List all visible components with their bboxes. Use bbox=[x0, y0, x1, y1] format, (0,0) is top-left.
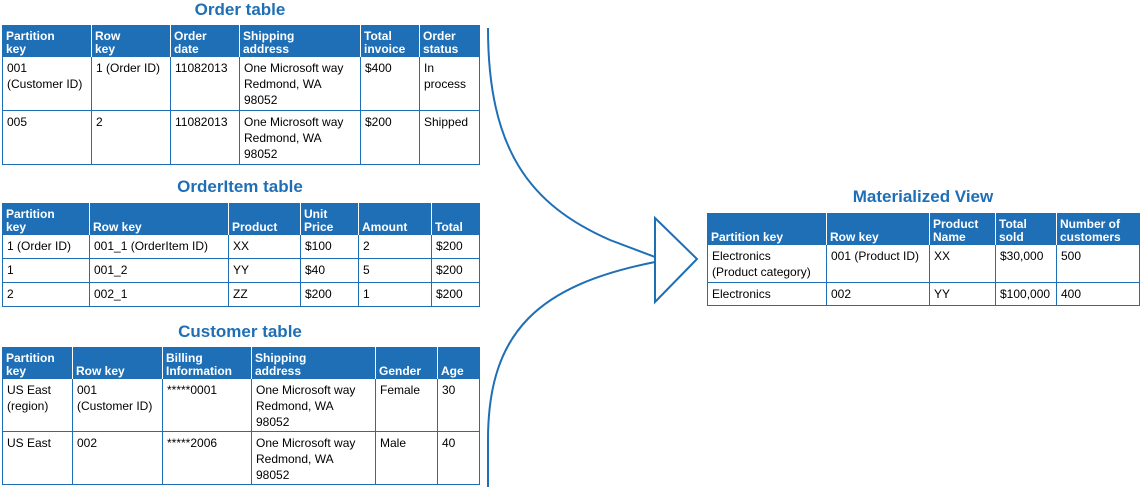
table-cell: $100 bbox=[300, 233, 359, 259]
column-header: Partition key bbox=[2, 25, 92, 56]
column-header: Order status bbox=[419, 25, 480, 56]
table-cell: $100,000 bbox=[995, 281, 1057, 306]
table-cell: Electronics (Product category) bbox=[707, 243, 827, 283]
table-cell: 001 (Customer ID) bbox=[72, 377, 163, 432]
table-cell: One Microsoft way Redmond, WA 98052 bbox=[251, 377, 376, 432]
column-header: Row key bbox=[89, 203, 229, 234]
table-cell: 001 (Customer ID) bbox=[2, 55, 92, 111]
column-header: Partition key bbox=[2, 347, 73, 378]
column-header: Row key bbox=[826, 213, 930, 244]
table-cell: $200 bbox=[431, 257, 480, 283]
table-cell: XX bbox=[228, 233, 301, 259]
table-cell: 1 bbox=[358, 281, 432, 307]
column-header: Total sold bbox=[995, 213, 1057, 244]
column-header: Gender bbox=[375, 347, 438, 378]
orderitem-table-title: OrderItem table bbox=[177, 177, 303, 196]
table-cell: 002_1 bbox=[89, 281, 229, 307]
table-cell: 400 bbox=[1056, 281, 1140, 306]
column-header: Order date bbox=[170, 25, 240, 56]
customer-table-title: Customer table bbox=[178, 322, 302, 341]
column-header: Product Name bbox=[929, 213, 996, 244]
table-cell: One Microsoft way Redmond, WA 98052 bbox=[239, 109, 361, 165]
table-cell: 005 bbox=[2, 109, 92, 165]
table-cell: 11082013 bbox=[170, 55, 240, 111]
table-cell: Shipped bbox=[419, 109, 480, 165]
table-cell: 2 bbox=[2, 281, 90, 307]
table-cell: 001_1 (OrderItem ID) bbox=[89, 233, 229, 259]
table-row: 1 001_2 YY $40 5 $200 bbox=[2, 257, 480, 283]
table-cell: Female bbox=[375, 377, 438, 432]
materialized-view-table: Partition key Row key Product Name Total… bbox=[707, 213, 1140, 306]
top-curve bbox=[487, 27, 656, 258]
table-cell: 002 bbox=[826, 281, 930, 306]
table-cell: US East bbox=[2, 430, 73, 485]
table-cell: YY bbox=[228, 257, 301, 283]
table-cell: 1 (Order ID) bbox=[2, 233, 90, 259]
table-cell: US East (region) bbox=[2, 377, 73, 432]
table-cell: *****0001 bbox=[162, 377, 252, 432]
column-header: Total invoice bbox=[360, 25, 420, 56]
column-header: Row key bbox=[91, 25, 171, 56]
column-header: Partition key bbox=[707, 213, 827, 244]
table-cell: ZZ bbox=[228, 281, 301, 307]
table-cell: Male bbox=[375, 430, 438, 485]
table-cell: $200 bbox=[431, 233, 480, 259]
column-header: Product bbox=[228, 203, 301, 234]
column-header: Amount bbox=[358, 203, 432, 234]
arrow-head bbox=[654, 215, 699, 305]
table-cell: $30,000 bbox=[995, 243, 1057, 283]
table-cell: In process bbox=[419, 55, 480, 111]
table-cell: 40 bbox=[437, 430, 480, 485]
order-table: Partition key Row key Order date Shippin… bbox=[2, 25, 480, 165]
column-header: Shipping address bbox=[239, 25, 361, 56]
table-cell: 002 bbox=[72, 430, 163, 485]
table-cell: 500 bbox=[1056, 243, 1140, 283]
column-header: Age bbox=[437, 347, 480, 378]
column-header: Unit Price bbox=[300, 203, 359, 234]
column-header: Shipping address bbox=[251, 347, 376, 378]
table-cell: 11082013 bbox=[170, 109, 240, 165]
table-row: 001 (Customer ID) 1 (Order ID) 11082013 … bbox=[2, 55, 480, 111]
table-cell: $200 bbox=[360, 109, 420, 165]
table-row: Electronics 002 YY $100,000 400 bbox=[707, 281, 1140, 306]
table-cell: Electronics bbox=[707, 281, 827, 306]
customer-table: Partition key Row key Billing Informatio… bbox=[2, 347, 480, 485]
bottom-curve bbox=[487, 261, 656, 487]
table-row: US East 002 *****2006 One Microsoft way … bbox=[2, 430, 480, 485]
column-header: Row key bbox=[72, 347, 163, 378]
table-row: 005 2 11082013 One Microsoft way Redmond… bbox=[2, 109, 480, 165]
order-table-title: Order table bbox=[194, 0, 286, 19]
column-header: Billing Information bbox=[162, 347, 252, 378]
column-header: Number of customers bbox=[1056, 213, 1140, 244]
table-cell: 5 bbox=[358, 257, 432, 283]
table-cell: 2 bbox=[91, 109, 171, 165]
table-cell: 001 (Product ID) bbox=[826, 243, 930, 283]
table-cell: 1 bbox=[2, 257, 90, 283]
column-header: Partition key bbox=[2, 203, 90, 234]
table-cell: XX bbox=[929, 243, 996, 283]
table-row: Electronics (Product category) 001 (Prod… bbox=[707, 243, 1140, 283]
table-cell: 30 bbox=[437, 377, 480, 432]
table-cell: $200 bbox=[300, 281, 359, 307]
table-cell: YY bbox=[929, 281, 996, 306]
table-cell: One Microsoft way Redmond, WA 98052 bbox=[239, 55, 361, 111]
table-cell: $200 bbox=[431, 281, 480, 307]
table-cell: $400 bbox=[360, 55, 420, 111]
table-row: 1 (Order ID) 001_1 (OrderItem ID) XX $10… bbox=[2, 233, 480, 259]
table-cell: 2 bbox=[358, 233, 432, 259]
table-row: 2 002_1 ZZ $200 1 $200 bbox=[2, 281, 480, 307]
table-cell: One Microsoft way Redmond, WA 98052 bbox=[251, 430, 376, 485]
table-row: US East (region) 001 (Customer ID) *****… bbox=[2, 377, 480, 432]
orderitem-table: Partition key Row key Product Unit Price… bbox=[2, 203, 480, 307]
materialized-view-title: Materialized View bbox=[852, 187, 994, 206]
table-cell: $40 bbox=[300, 257, 359, 283]
table-cell: *****2006 bbox=[162, 430, 252, 485]
table-cell: 1 (Order ID) bbox=[91, 55, 171, 111]
column-header: Total bbox=[431, 203, 480, 234]
table-cell: 001_2 bbox=[89, 257, 229, 283]
